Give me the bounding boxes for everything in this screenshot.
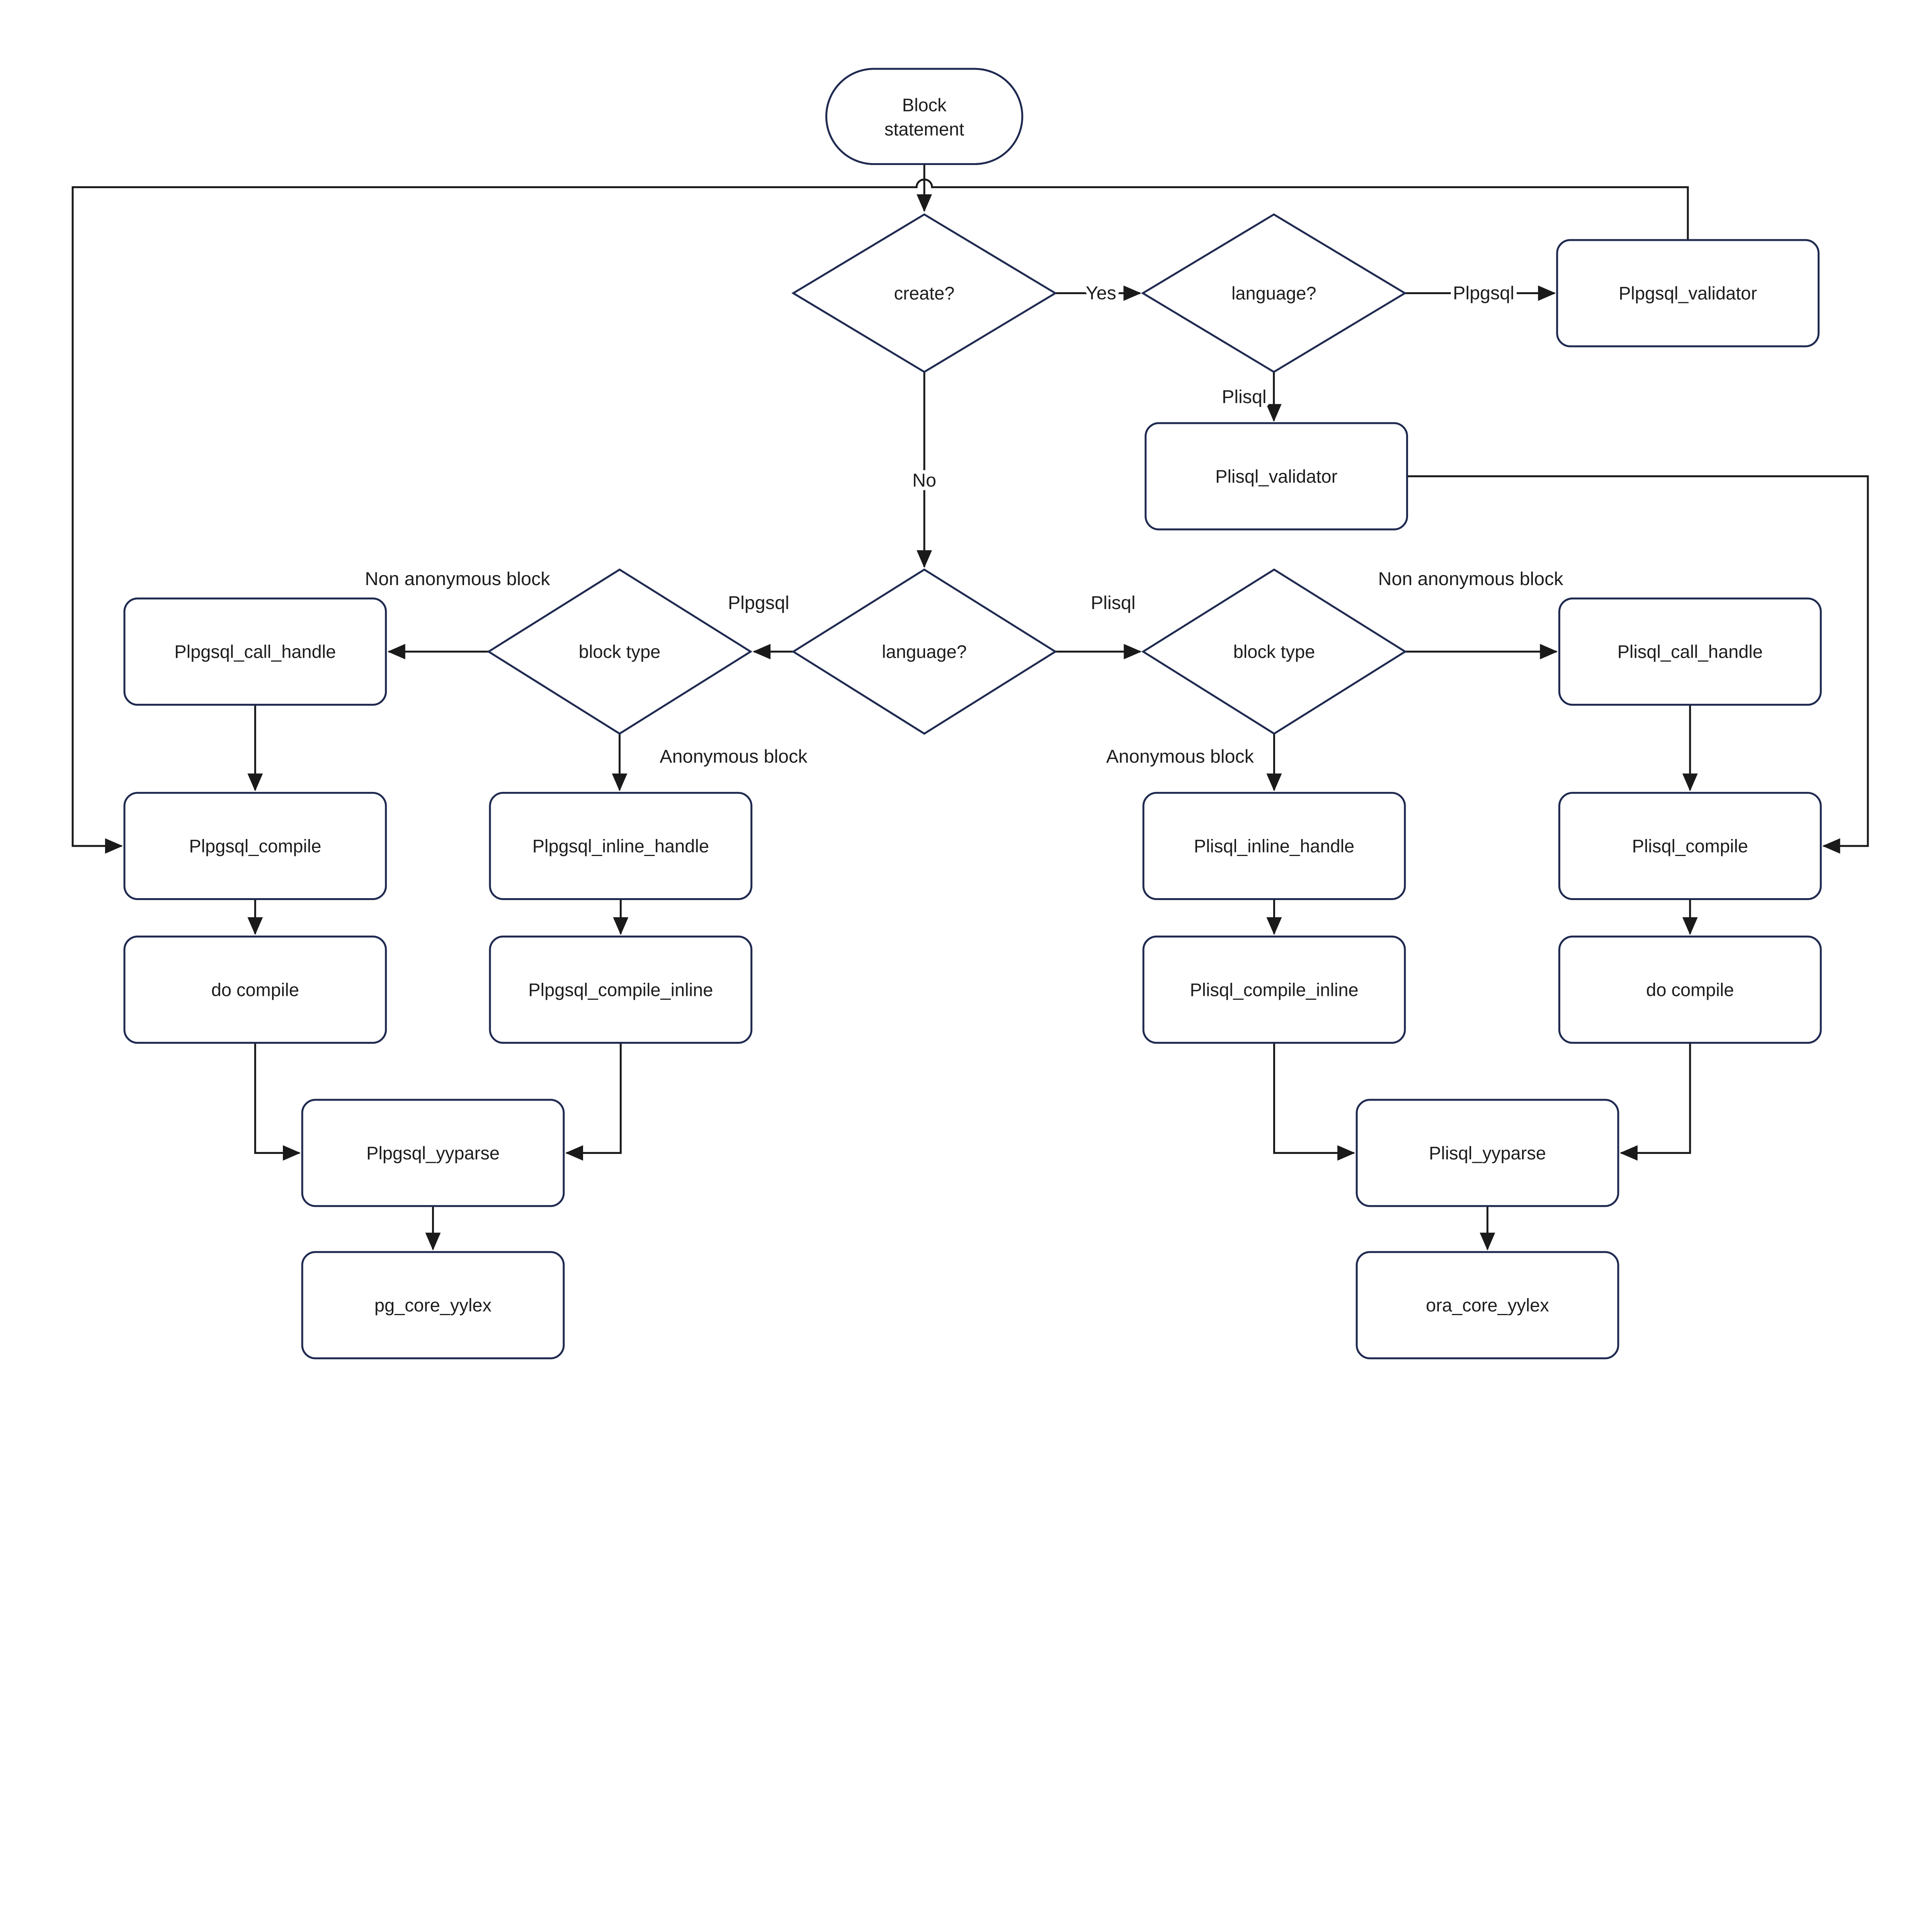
node-do-compile-left: do compile	[123, 935, 387, 1044]
node-plpgsql-call-handle: Plpgsql_call_handle	[123, 597, 387, 706]
node-pg-core-yylex: pg_core_yylex	[301, 1251, 565, 1360]
edge-label-plpgsql-lang: Plpgsql	[728, 592, 789, 613]
plpgsql-yyparse-shape	[301, 1099, 565, 1207]
plpgsql-validator-label: Plpgsql_validator	[1619, 283, 1757, 303]
block-statement-shape	[825, 68, 1024, 165]
plisql-compile-shape	[1558, 792, 1822, 900]
edge-label-yes: Yes	[1086, 283, 1116, 304]
plisql-call-handle-shape	[1558, 597, 1822, 706]
do-compile-left-label: do compile	[211, 979, 299, 1000]
edge-plpgsql-compile-inline-to-yyparse	[565, 1043, 622, 1161]
plpgsql-compile-inline-label: Plpgsql_compile_inline	[528, 979, 713, 1000]
node-plpgsql-compile-inline: Plpgsql_compile_inline	[489, 935, 753, 1044]
node-plisql-yyparse: Plisql_yyparse	[1355, 1099, 1619, 1207]
plisql-compile-label: Plisql_compile	[1632, 836, 1748, 856]
plisql-compile-inline-shape	[1142, 935, 1406, 1044]
plisql-call-handle-label: Plisql_call_handle	[1617, 642, 1763, 662]
plpgsql-inline-handle-shape	[489, 792, 753, 900]
plpgsql-compile-inline-shape	[489, 935, 753, 1044]
node-plisql-compile-inline: Plisql_compile_inline	[1142, 935, 1406, 1044]
edge-label-non-anonymous-right: Non anonymous block	[1378, 568, 1564, 589]
language-top-decision-shape	[1141, 213, 1407, 373]
ora-core-yylex-label: ora_core_yylex	[1426, 1295, 1549, 1316]
block-type-right-decision-shape	[1141, 568, 1407, 735]
edge-plisql-compile-inline-to-yyparse	[1273, 1043, 1355, 1161]
node-plpgsql-yyparse: Plpgsql_yyparse	[301, 1099, 565, 1207]
node-plisql-inline-handle: Plisql_inline_handle	[1142, 792, 1406, 900]
pg-core-yylex-shape	[301, 1251, 565, 1360]
block-type-left-decision-label: block type	[579, 642, 661, 662]
do-compile-right-shape	[1558, 935, 1822, 1044]
plpgsql-yyparse-label: Plpgsql_yyparse	[366, 1143, 500, 1163]
plpgsql-compile-shape	[123, 792, 387, 900]
plisql-validator-label: Plisql_validator	[1215, 466, 1337, 487]
plpgsql-inline-handle-label: Plpgsql_inline_handle	[532, 836, 709, 856]
plisql-validator-shape	[1145, 422, 1408, 531]
block-statement-label-line1: Block	[902, 95, 947, 115]
node-language-mid-decision: language?	[791, 568, 1057, 735]
edge-label-plisql-lang: Plisql	[1091, 592, 1136, 613]
block-statement-label-line2: statement	[884, 119, 964, 140]
node-plpgsql-validator: Plpgsql_validator	[1556, 239, 1820, 347]
node-plisql-compile: Plisql_compile	[1558, 792, 1822, 900]
node-plisql-validator: Plisql_validator	[1145, 422, 1408, 531]
flowchart-canvas: Block statement create? language? Plpgsq…	[71, 68, 1869, 1360]
plisql-yyparse-shape	[1355, 1099, 1619, 1207]
do-compile-right-label: do compile	[1646, 979, 1734, 1000]
edge-label-anonymous-left: Anonymous block	[660, 746, 808, 767]
node-block-type-right-decision: block type	[1141, 568, 1407, 735]
plpgsql-validator-shape	[1556, 239, 1820, 347]
plpgsql-call-handle-label: Plpgsql_call_handle	[174, 642, 336, 662]
edge-label-non-anonymous-left: Non anonymous block	[365, 568, 550, 589]
pg-core-yylex-label: pg_core_yylex	[374, 1295, 492, 1316]
edge-label-no: No	[912, 470, 936, 491]
node-create-decision: create?	[791, 213, 1057, 373]
plisql-inline-handle-shape	[1142, 792, 1406, 900]
plisql-compile-inline-label: Plisql_compile_inline	[1190, 979, 1358, 1000]
language-top-decision-label: language?	[1231, 283, 1316, 303]
edge-label-plisql-create: Plisql	[1222, 386, 1267, 407]
node-plpgsql-compile: Plpgsql_compile	[123, 792, 387, 900]
plpgsql-compile-label: Plpgsql_compile	[189, 836, 321, 856]
node-plpgsql-inline-handle: Plpgsql_inline_handle	[489, 792, 753, 900]
node-ora-core-yylex: ora_core_yylex	[1355, 1251, 1619, 1360]
node-block-type-left-decision: block type	[486, 568, 753, 735]
node-block-statement: Block statement	[825, 68, 1024, 165]
node-plisql-call-handle: Plisql_call_handle	[1558, 597, 1822, 706]
edge-label-anonymous-right: Anonymous block	[1106, 746, 1254, 767]
node-language-top-decision: language?	[1141, 213, 1407, 373]
plisql-yyparse-label: Plisql_yyparse	[1429, 1143, 1546, 1163]
plisql-inline-handle-label: Plisql_inline_handle	[1194, 836, 1354, 856]
do-compile-left-shape	[123, 935, 387, 1044]
create-decision-shape	[791, 213, 1057, 373]
edge-do-compile-right-to-plisql-yyparse	[1619, 1043, 1691, 1161]
plpgsql-call-handle-shape	[123, 597, 387, 706]
block-type-right-decision-label: block type	[1233, 642, 1315, 662]
ora-core-yylex-shape	[1355, 1251, 1619, 1360]
block-type-left-decision-shape	[486, 568, 753, 735]
node-do-compile-right: do compile	[1558, 935, 1822, 1044]
edge-do-compile-left-to-plpgsql-yyparse	[254, 1043, 301, 1161]
edge-plisql-validator-to-plisql-compile	[1407, 475, 1869, 854]
edge-label-plpgsql-create: Plpgsql	[1453, 283, 1514, 304]
language-mid-decision-label: language?	[882, 642, 967, 662]
language-mid-decision-shape	[791, 568, 1057, 735]
flowchart-svg: Block statement create? language? Plpgsq…	[71, 68, 1869, 1360]
create-decision-label: create?	[894, 283, 955, 303]
edge-plpgsql-validator-to-plpgsql-compile	[71, 179, 1689, 854]
